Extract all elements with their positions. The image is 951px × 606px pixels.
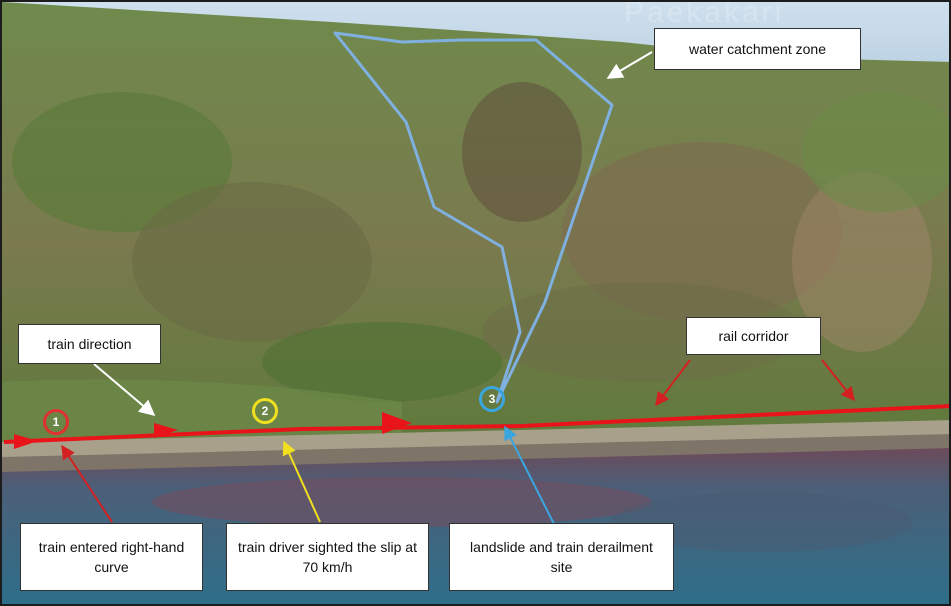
arrow-landslide: [504, 425, 555, 525]
watermark-text: Paekakari: [624, 0, 785, 29]
callout-train-direction: train direction: [18, 324, 161, 364]
rail-arrow-3: [382, 412, 412, 434]
callout-rail-corridor: rail corridor: [686, 317, 821, 355]
rail-arrow-2: [154, 423, 178, 438]
callout-landslide-site: landslide and train derailment site: [449, 523, 674, 591]
arrow-train-direction: [93, 363, 156, 417]
marker-3: 3: [479, 386, 505, 412]
arrow-rail-corridor-left: [655, 359, 691, 407]
rail-arrow-1: [14, 434, 38, 449]
rail-line: [3, 404, 949, 444]
callout-driver-sighted: train driver sighted the slip at 70 km/h: [226, 523, 429, 591]
arrow-rail-corridor-right: [821, 359, 855, 402]
arrow-right-hand-curve: [61, 444, 113, 523]
catchment-outline: [333, 31, 614, 404]
arrow-driver-sighted: [282, 440, 321, 523]
callout-right-hand-curve: train entered right-hand curve: [20, 523, 203, 591]
callout-water-catchment: water catchment zone: [654, 28, 861, 70]
marker-1: 1: [43, 409, 69, 435]
arrow-catchment: [606, 51, 653, 79]
marker-2: 2: [252, 398, 278, 424]
